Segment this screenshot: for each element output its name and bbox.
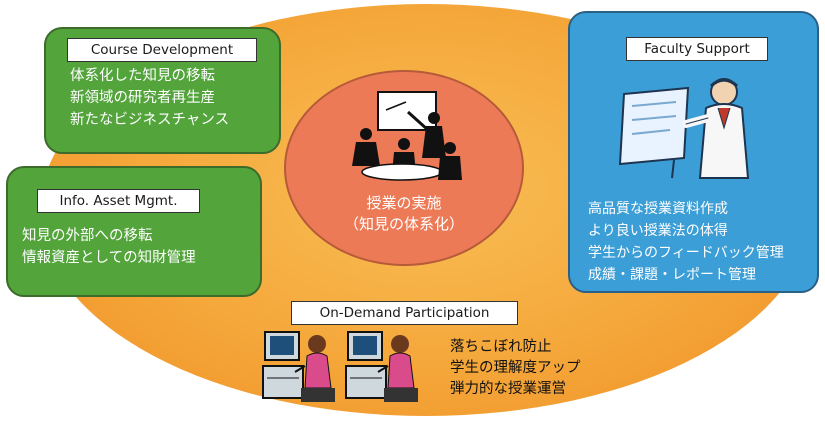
faculty-support-line-3: 学生からのフィードバック管理 [588,245,784,261]
course-development-title: Course Development [67,38,257,62]
info-asset-line-2: 情報資産としての知財管理 [22,250,196,266]
faculty-support-line-1: 高品質な授業資料作成 [588,201,728,217]
presentation-meeting-icon [352,91,462,181]
center-line-2: （知見の体系化） [343,215,464,233]
on-demand-lines: 落ちこぼれ防止 学生の理解度アップ 弾力的な授業運営 [450,337,581,400]
on-demand-line-2: 学生の理解度アップ [450,360,581,376]
info-asset-lines: 知見の外部への移転 情報資産としての知財管理 [22,225,196,269]
course-development-line-3: 新たなビジネスチャンス [70,112,230,128]
info-asset-title: Info. Asset Mgmt. [37,189,200,213]
info-asset-card [6,166,262,297]
course-development-line-2: 新領域の研究者再生産 [70,90,215,106]
center-line-1: 授業の実施 [366,194,442,212]
student-computer-icon [345,331,418,402]
faculty-support-title: Faculty Support [626,37,768,61]
faculty-support-lines: 高品質な授業資料作成 より良い授業法の体得 学生からのフィードバック管理 成績・… [588,198,784,286]
info-asset-line-1: 知見の外部への移転 [22,228,153,244]
faculty-support-line-2: より良い授業法の体得 [588,223,728,239]
on-demand-title: On-Demand Participation [291,301,518,325]
presenter-screen-icon [618,78,750,179]
on-demand-line-1: 落ちこぼれ防止 [450,339,552,355]
course-development-line-1: 体系化した知見の移転 [70,68,215,84]
student-computer-icon [262,331,335,402]
center-text: 授業の実施 （知見の体系化） [284,193,524,235]
on-demand-line-3: 弾力的な授業運営 [450,381,566,397]
course-development-lines: 体系化した知見の移転 新領域の研究者再生産 新たなビジネスチャンス [70,65,229,131]
faculty-support-line-4: 成績・課題・レポート管理 [588,267,756,283]
